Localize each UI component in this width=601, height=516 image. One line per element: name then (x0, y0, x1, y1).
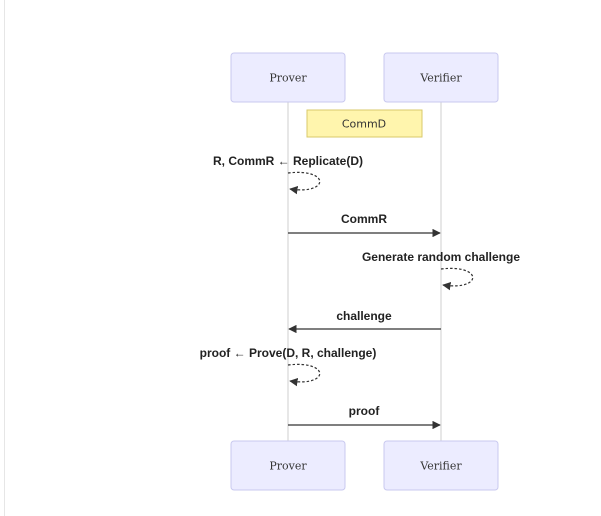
message-generate-loop (440, 267, 474, 291)
message-replicate: R, CommR ← Replicate(D) (213, 154, 363, 195)
message-commr: CommR (288, 212, 441, 238)
message-proof: proof (288, 404, 441, 430)
note-commd: CommD (306, 109, 423, 138)
page-left-border (4, 0, 5, 516)
message-commr-label: CommR (341, 212, 387, 226)
message-generate-label: Generate random challenge (362, 250, 520, 264)
message-challenge: challenge (288, 309, 441, 334)
message-generate: Generate random challenge (362, 250, 520, 291)
message-replicate-loop (287, 171, 321, 195)
actor-prover-top-label: Prover (269, 72, 307, 85)
message-prove-label: proof ← Prove(D, R, challenge) (200, 346, 377, 360)
message-proof-label: proof (349, 404, 381, 418)
actor-verifier-bottom: Verifier (383, 440, 499, 491)
actor-verifier-top: Verifier (383, 52, 499, 103)
actor-prover-top: Prover (230, 52, 346, 103)
message-replicate-label: R, CommR ← Replicate(D) (213, 154, 363, 168)
message-challenge-label: challenge (336, 309, 392, 323)
message-prove: proof ← Prove(D, R, challenge) (200, 346, 377, 387)
note-commd-label: CommD (342, 118, 386, 131)
actor-prover-bottom: Prover (230, 440, 346, 491)
actor-verifier-bottom-label: Verifier (419, 460, 462, 473)
message-prove-loop (287, 363, 321, 387)
actor-prover-bottom-label: Prover (269, 460, 307, 473)
actor-verifier-top-label: Verifier (419, 72, 462, 85)
